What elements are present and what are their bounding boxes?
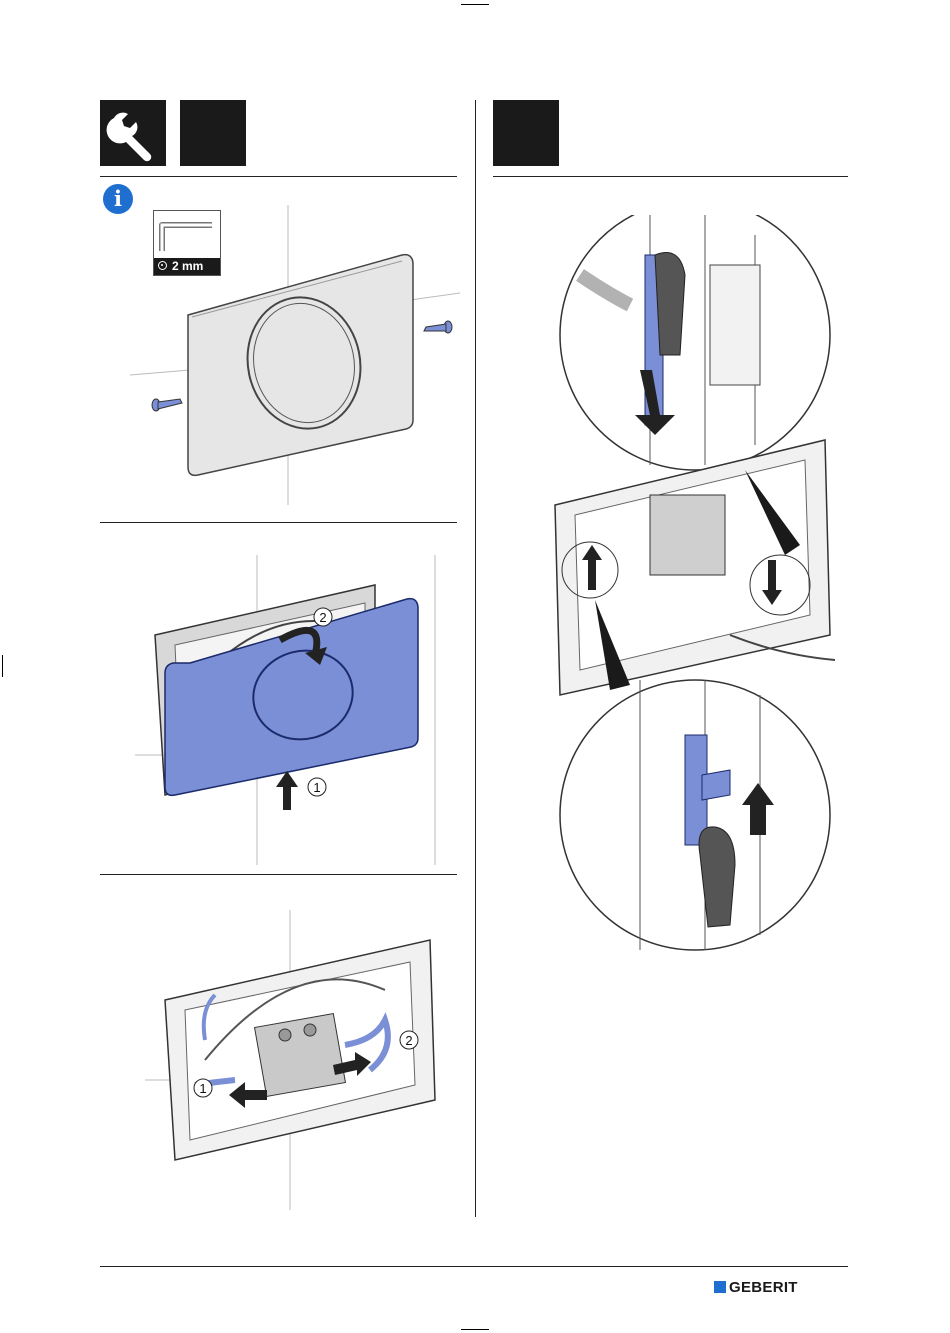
column-divider	[475, 100, 476, 1217]
footer-rule	[100, 1266, 848, 1267]
plate-removal-illustration: 2 1	[135, 555, 465, 865]
wrench-tile	[100, 100, 166, 166]
cable-callout-1-label: 1	[199, 1081, 206, 1096]
top-crop-mark	[461, 4, 489, 5]
left-header-rule	[100, 176, 457, 177]
brand-square-icon	[714, 1281, 726, 1293]
right-header-rule	[493, 176, 848, 177]
blank-tile-1	[180, 100, 246, 166]
step2-rule	[100, 874, 457, 875]
wrench-icon	[100, 100, 166, 166]
brand-logo: GEBERIT	[714, 1279, 798, 1297]
callout-1-label: 1	[313, 780, 320, 795]
cover-plate-illustration	[130, 205, 460, 505]
right-screw-icon	[424, 321, 452, 333]
cable-detachment-illustration: 1 2	[145, 910, 465, 1210]
left-side-mark	[2, 655, 3, 677]
info-icon: i	[103, 184, 133, 214]
blank-tile-2	[493, 100, 559, 166]
cable-callout-2-label: 2	[405, 1033, 412, 1048]
left-screw-icon	[152, 399, 182, 411]
callout-2-label: 2	[319, 610, 326, 625]
lever-release-illustration	[530, 215, 850, 955]
step1-rule	[100, 522, 457, 523]
bottom-crop-mark	[461, 1329, 489, 1330]
